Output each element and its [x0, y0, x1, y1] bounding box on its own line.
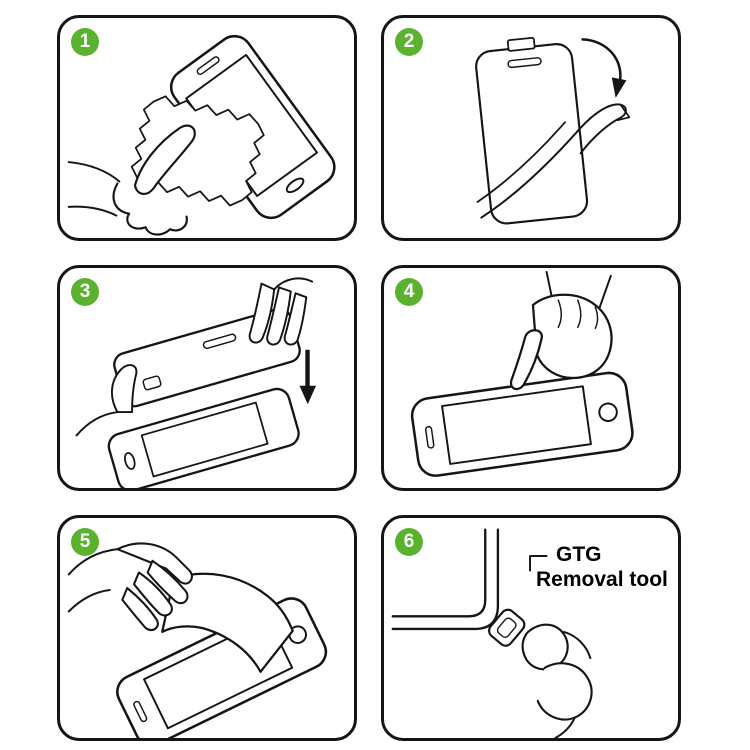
hand-icon — [67, 542, 193, 632]
step-1-badge: 1 — [71, 28, 99, 56]
step2-illustration — [475, 36, 631, 225]
pressing-hand-icon — [509, 270, 613, 391]
step-4-badge: 4 — [395, 278, 423, 306]
card-icon — [161, 572, 294, 673]
step-5-badge: 5 — [71, 528, 99, 556]
gtg-label: GTG — [556, 543, 602, 566]
hand-icon — [67, 124, 196, 236]
phone-icon — [107, 387, 300, 488]
step-3-badge: 3 — [71, 278, 99, 306]
film-icon — [476, 103, 631, 219]
left-thumb-icon — [75, 364, 138, 437]
step6-illustration — [391, 528, 593, 738]
step-panel-1: 1 — [57, 15, 357, 241]
protector-icon — [475, 36, 589, 225]
step4-illustration — [410, 270, 634, 477]
removal-tool-label: Removal tool — [536, 568, 668, 591]
cleaning-cloth-icon — [130, 95, 265, 207]
removal-tool-icon — [488, 608, 526, 647]
step-panel-5: 5 — [57, 515, 357, 741]
fingers-icon — [521, 623, 593, 738]
step-panel-6: 6 GTG Removal tool — [381, 515, 681, 741]
curved-arrow-icon — [581, 38, 627, 98]
down-arrow-icon — [299, 349, 317, 405]
step-panel-3: 3 — [57, 265, 357, 491]
step-6-badge: 6 — [395, 528, 423, 556]
step-2-badge: 2 — [395, 28, 423, 56]
phone-icon — [410, 371, 634, 477]
right-hand-icon — [248, 277, 314, 346]
step3-illustration — [75, 277, 317, 488]
label-pointer-icon — [529, 554, 548, 572]
step-panel-2: 2 — [381, 15, 681, 241]
step1-illustration — [67, 34, 336, 236]
step5-illustration — [67, 542, 328, 738]
step-panel-4: 4 — [381, 265, 681, 491]
